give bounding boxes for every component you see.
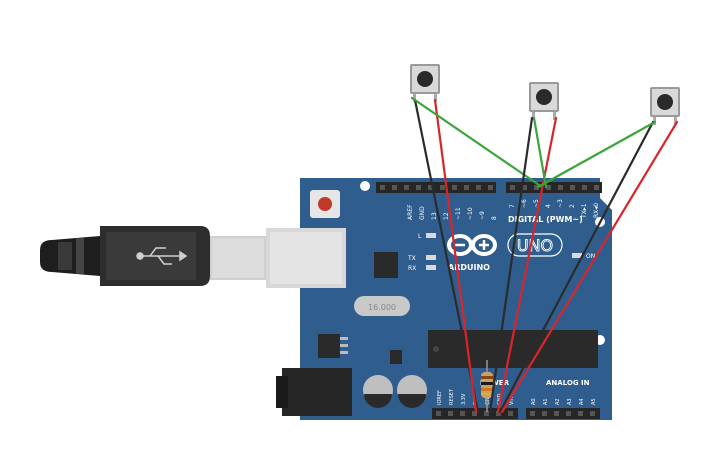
wire-black[interactable] bbox=[498, 120, 655, 414]
pin-label: RX◂0 bbox=[593, 203, 600, 218]
led-l bbox=[426, 233, 436, 238]
transistor bbox=[390, 350, 402, 364]
wire-green[interactable] bbox=[410, 96, 544, 189]
wire-red[interactable] bbox=[433, 98, 478, 414]
pin-label: RESET bbox=[449, 388, 455, 405]
pin-label: A0 bbox=[531, 398, 537, 405]
analog-label: ANALOG IN bbox=[546, 379, 590, 387]
led-tx bbox=[426, 255, 436, 260]
logo-text: ARDUINO bbox=[448, 263, 490, 272]
push-button-2[interactable] bbox=[529, 82, 559, 120]
pin-label: A4 bbox=[579, 398, 585, 405]
model-badge bbox=[507, 233, 563, 257]
usb-chip bbox=[374, 252, 398, 278]
mount-hole bbox=[360, 181, 370, 191]
push-button-3[interactable] bbox=[650, 87, 680, 125]
led-tx-label: TX bbox=[407, 255, 416, 262]
pin-label: 2 bbox=[569, 204, 576, 208]
pin-label: ~6 bbox=[521, 199, 528, 208]
pin-label: TX▸1 bbox=[581, 203, 588, 219]
pin-label: 8 bbox=[491, 216, 498, 220]
pin-label: IOREF bbox=[437, 390, 443, 405]
voltage-regulator bbox=[318, 334, 340, 358]
pin-label: AREF bbox=[407, 204, 414, 220]
usb-icon bbox=[136, 247, 188, 265]
pin-label: ~9 bbox=[479, 211, 486, 220]
usb-cable[interactable] bbox=[40, 226, 266, 286]
led-l-label: L bbox=[418, 233, 422, 240]
wire-black[interactable] bbox=[413, 98, 480, 414]
pin-label: GND bbox=[485, 393, 491, 405]
pin-label: 7 bbox=[509, 204, 516, 208]
pin-label: ~10 bbox=[467, 207, 474, 220]
crystal-label: 16.000 bbox=[368, 303, 396, 312]
pin-label: A5 bbox=[591, 398, 597, 405]
pin-label: ~5 bbox=[533, 199, 540, 208]
push-button-1[interactable] bbox=[410, 64, 440, 102]
model-label: UNO bbox=[517, 236, 553, 255]
pin-label: A1 bbox=[543, 398, 549, 405]
pin-label: 12 bbox=[443, 212, 450, 220]
power-jack bbox=[282, 368, 352, 416]
arduino-logo-icon bbox=[447, 234, 497, 256]
wire-black[interactable] bbox=[488, 116, 534, 414]
pin-label: ~11 bbox=[455, 207, 462, 220]
header-top-left[interactable] bbox=[376, 182, 496, 193]
digital-header-label: DIGITAL (PWM~) bbox=[508, 215, 583, 224]
pin-label: 3.3V bbox=[461, 393, 467, 405]
wire-red[interactable] bbox=[496, 116, 558, 414]
wire-red[interactable] bbox=[500, 120, 679, 414]
pin-label: 4 bbox=[545, 204, 552, 208]
pin-label: 13 bbox=[431, 212, 438, 220]
header-top-right[interactable] bbox=[506, 182, 602, 193]
pin-label: GND bbox=[419, 206, 426, 220]
header-analog[interactable] bbox=[526, 408, 600, 419]
crystal bbox=[354, 296, 410, 316]
pin-label: A2 bbox=[555, 398, 561, 405]
pin-label: Vin bbox=[509, 397, 515, 405]
wire-green[interactable] bbox=[536, 120, 657, 189]
pin-label: A3 bbox=[567, 398, 573, 405]
led-rx bbox=[426, 265, 436, 270]
pin-label: ~3 bbox=[557, 199, 564, 208]
led-on-label: ON bbox=[586, 253, 595, 260]
led-rx-label: RX bbox=[408, 265, 416, 272]
led-on bbox=[572, 253, 582, 258]
wire-green[interactable] bbox=[532, 116, 548, 189]
resistor[interactable] bbox=[481, 360, 493, 412]
